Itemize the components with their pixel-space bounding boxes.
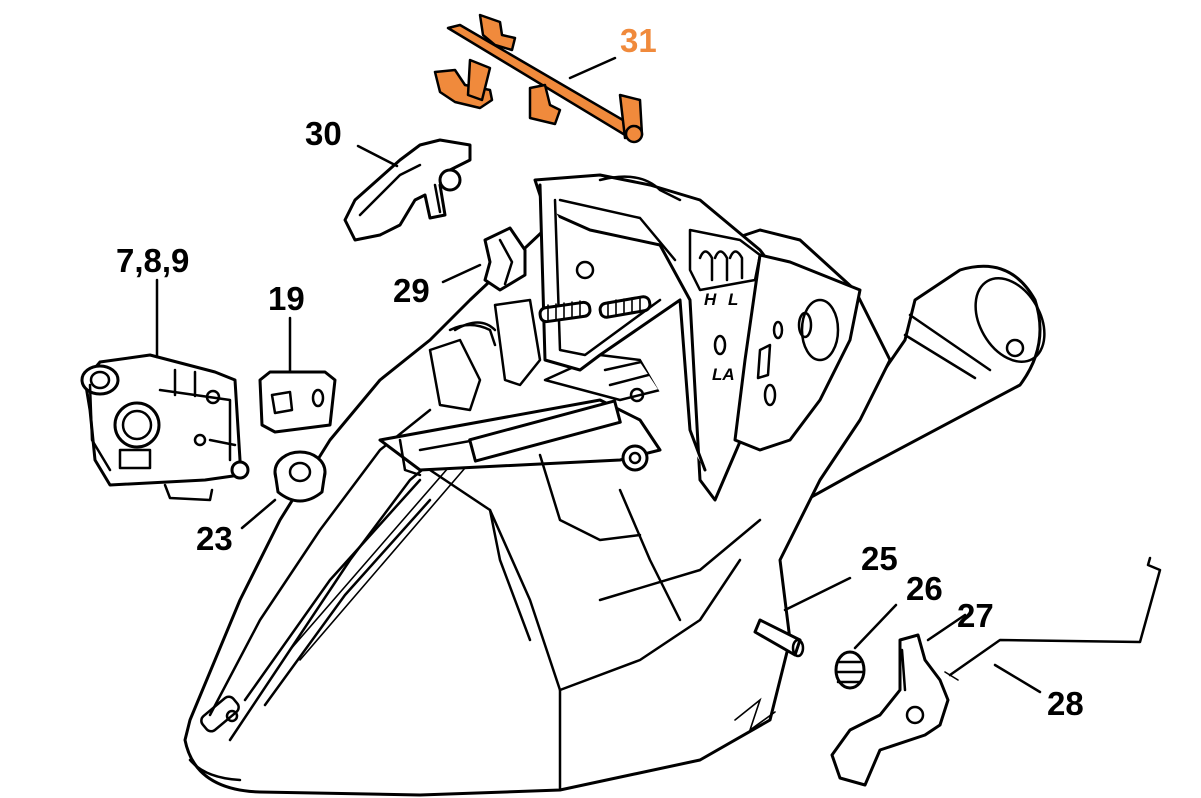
housing-frame: H L LA [183, 173, 1046, 797]
part-28-throttle-rod[interactable] [944, 556, 1162, 681]
part-30-throttle-trigger[interactable] [343, 138, 472, 242]
part-27-lever[interactable] [830, 633, 950, 787]
callout-23: 23 [196, 520, 233, 557]
callout-30: 30 [305, 115, 342, 152]
callout-7-8-9: 7,8,9 [116, 242, 190, 279]
callout-26: 26 [906, 570, 943, 607]
leader-lines [155, 56, 1042, 694]
callout-31: 31 [620, 22, 657, 59]
callout-25: 25 [861, 540, 898, 577]
callout-29: 29 [393, 272, 430, 309]
callout-28: 28 [1047, 685, 1084, 722]
part-25-pin[interactable] [753, 618, 805, 658]
part-23-spacer[interactable] [273, 450, 327, 503]
part-29-clip[interactable] [483, 226, 527, 292]
part-26-spring[interactable] [834, 650, 866, 690]
part-31-throttle-shaft[interactable] [433, 13, 644, 144]
marking-l: L [728, 290, 738, 309]
callout-27: 27 [957, 597, 994, 634]
part-19-gasket[interactable] [258, 370, 337, 434]
threaded-studs [538, 295, 652, 324]
part-7-8-9-carburetor[interactable] [80, 353, 250, 502]
marking-h: H [704, 290, 717, 309]
callout-19: 19 [268, 280, 305, 317]
marking-la: LA [712, 365, 735, 384]
